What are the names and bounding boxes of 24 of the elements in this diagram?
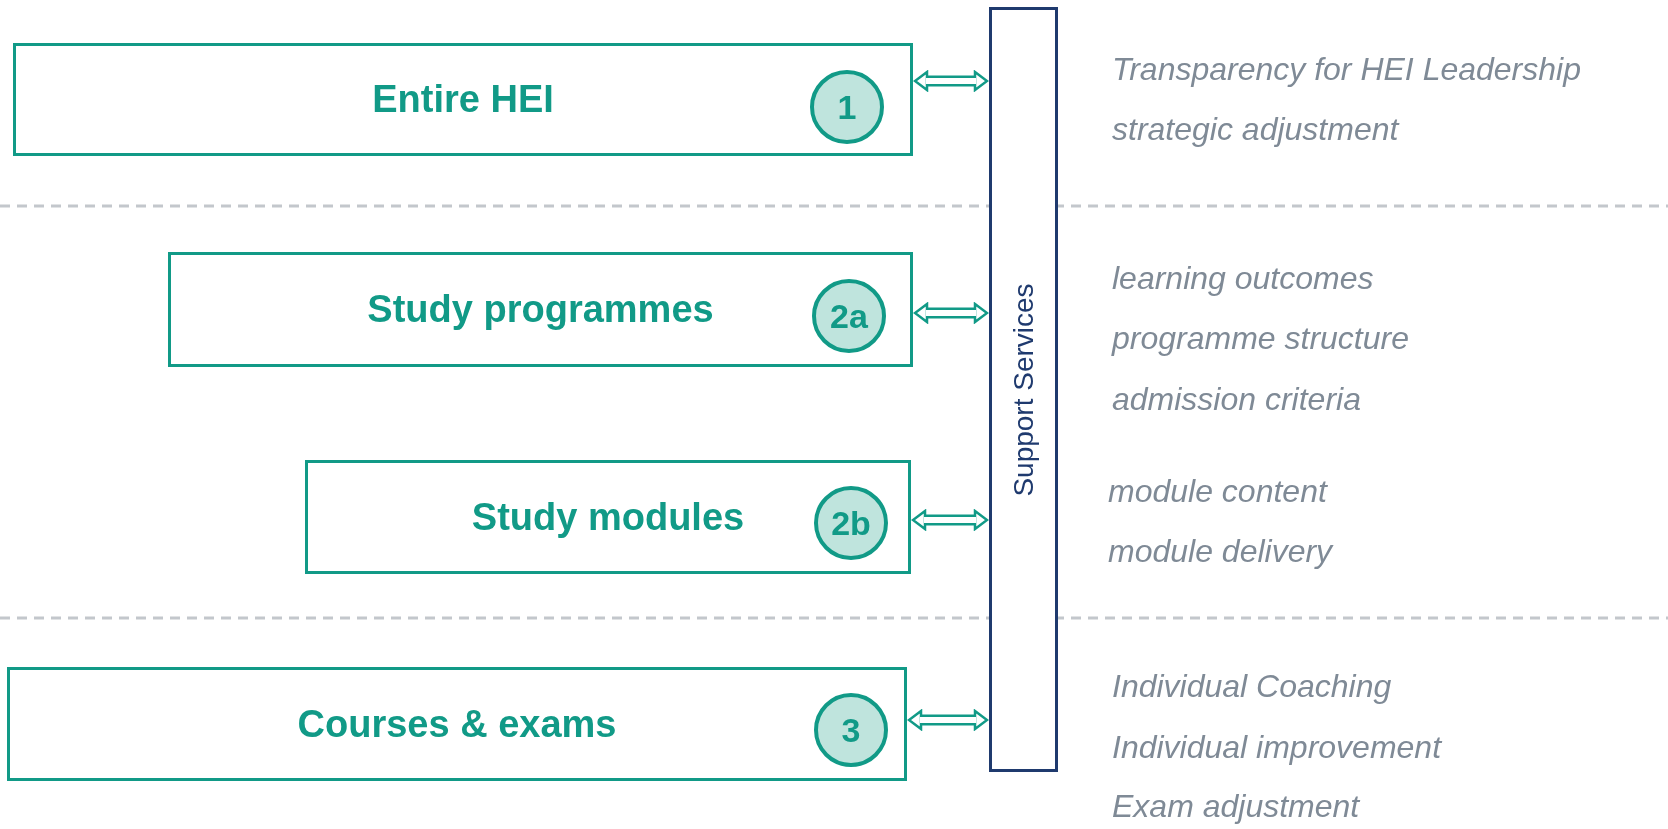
- box-label: Entire HEI: [372, 78, 554, 121]
- box-label: Study programmes: [367, 288, 714, 331]
- note-text: Individual Coaching: [1112, 668, 1392, 705]
- number-badge: 2b: [814, 486, 888, 560]
- note-text: strategic adjustment: [1112, 111, 1399, 148]
- number-badge: 2a: [812, 279, 886, 353]
- note-text: Transparency for HEI Leadership: [1112, 51, 1581, 88]
- note-text: Exam adjustment: [1112, 788, 1360, 825]
- note-text: module delivery: [1108, 533, 1333, 570]
- note-text: module content: [1108, 473, 1327, 510]
- note-text: Individual improvement: [1112, 729, 1442, 766]
- note-text: programme structure: [1112, 320, 1409, 357]
- level-box: [168, 252, 913, 367]
- bar-label: Support Services: [1007, 282, 1040, 497]
- support-bar: [989, 7, 1058, 772]
- note-text: admission criteria: [1112, 381, 1361, 418]
- number-badge: 3: [814, 693, 888, 767]
- number-badge: 1: [810, 70, 884, 144]
- level-box: [13, 43, 913, 156]
- level-box: [305, 460, 911, 574]
- box-label: Study modules: [471, 495, 745, 539]
- note-text: learning outcomes: [1112, 260, 1374, 297]
- box-label: Courses & exams: [297, 702, 617, 746]
- level-box: [7, 667, 907, 781]
